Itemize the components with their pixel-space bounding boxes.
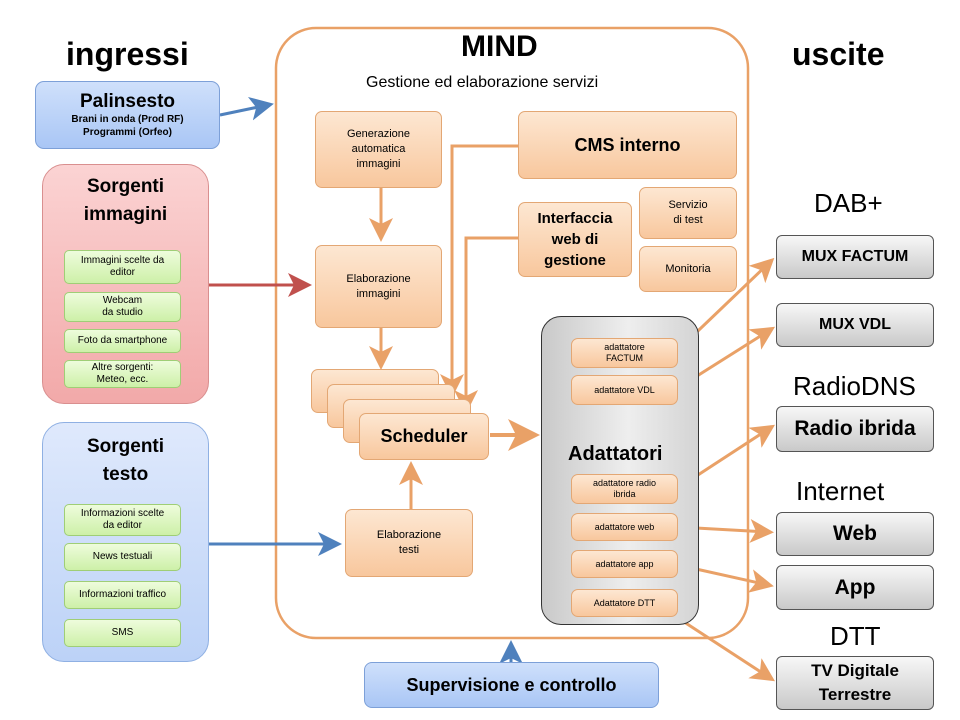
elab-images-line: Elaborazione xyxy=(346,272,411,285)
image-source-item: Altre sorgenti: Meteo, ecc. xyxy=(64,360,181,388)
palinsesto-box: Palinsesto Brani in onda (Prod RF) Progr… xyxy=(35,81,220,149)
output-tv: TV Digitale Terrestre xyxy=(776,656,934,710)
elab-images-line: immagini xyxy=(356,287,401,300)
output-web: Web xyxy=(776,512,934,556)
output-label: App xyxy=(834,575,876,599)
image-source-item-line: da studio xyxy=(102,307,143,318)
test-service-box: Servizio di test xyxy=(639,187,737,239)
image-source-item: Webcam da studio xyxy=(64,292,181,322)
group-internet: Internet xyxy=(796,476,885,506)
adapter-label: adattatore radio xyxy=(592,478,657,488)
gen-images-line: immagini xyxy=(356,158,401,170)
outputs-heading: uscite xyxy=(792,36,885,72)
scheduler-box: Scheduler xyxy=(359,413,489,460)
text-sources-title-2: testo xyxy=(102,464,149,485)
elab-text-box: Elaborazione testi xyxy=(345,509,473,577)
output-label: MUX FACTUM xyxy=(801,248,909,265)
adapter-label: adattatore web xyxy=(594,521,655,532)
output-label: Web xyxy=(833,522,877,545)
adapter-label: ibrida xyxy=(613,489,636,499)
web-iface-line: Interfaccia xyxy=(537,210,613,227)
mind-container xyxy=(274,26,750,640)
cms-label: CMS interno xyxy=(574,134,681,155)
image-source-item-line: Meteo, ecc. xyxy=(96,374,149,385)
arrow-iface-to-sched xyxy=(454,236,518,414)
adapter-vdl: adattatore VDL xyxy=(571,375,678,405)
text-source-item-line: News testuali xyxy=(92,551,153,562)
monitoring-box: Monitoria xyxy=(639,246,737,292)
text-source-item: SMS xyxy=(64,619,181,647)
output-app: App xyxy=(776,565,934,610)
scheduler-label: Scheduler xyxy=(380,426,468,446)
adapter-label: adattatore xyxy=(604,342,645,352)
image-source-item-line: Webcam xyxy=(102,295,143,306)
text-source-item-line: Informazioni scelte xyxy=(80,508,165,519)
text-source-item: News testuali xyxy=(64,543,181,571)
adapter-app: adattatore app xyxy=(571,550,678,578)
text-source-item: Informazioni traffico xyxy=(64,581,181,609)
text-source-item-line: Informazioni traffico xyxy=(78,589,167,600)
group-dab: DAB+ xyxy=(814,188,883,218)
image-source-item-line: editor xyxy=(109,267,135,278)
elab-images-box: Elaborazione immagini xyxy=(315,245,442,328)
supervision-box: Supervisione e controllo xyxy=(364,662,659,708)
output-label: MUX VDL xyxy=(819,316,891,333)
image-source-item-line: Foto da smartphone xyxy=(77,335,168,346)
adapter-label: adattatore VDL xyxy=(594,384,655,395)
mind-subtitle: Gestione ed elaborazione servizi xyxy=(366,74,599,91)
image-source-item: Foto da smartphone xyxy=(64,329,181,353)
mind-title: MIND xyxy=(461,30,538,63)
inputs-heading: ingressi xyxy=(66,36,189,72)
output-mux-factum: MUX FACTUM xyxy=(776,235,934,279)
text-source-item: Informazioni scelte da editor xyxy=(64,504,181,536)
supervision-label: Supervisione e controllo xyxy=(406,674,617,695)
adapter-dtt: Adattatore DTT xyxy=(571,589,678,617)
web-iface-box: Interfaccia web di gestione xyxy=(518,202,632,277)
group-radiodns: RadioDNS xyxy=(793,371,916,401)
image-sources-title-1: Sorgenti xyxy=(86,176,165,197)
arrow-palinsesto xyxy=(219,96,274,121)
output-label: Terrestre xyxy=(818,685,892,704)
output-label: Radio ibrida xyxy=(794,417,916,440)
palinsesto-line2: Programmi (Orfeo) xyxy=(83,127,172,138)
adapter-label: FACTUM xyxy=(606,353,643,363)
elab-text-line: Elaborazione xyxy=(376,529,442,541)
web-iface-line: web di xyxy=(551,231,599,248)
test-service-line: Servizio xyxy=(668,199,708,211)
text-source-item-line: da editor xyxy=(103,520,142,531)
group-dtt: DTT xyxy=(830,621,881,651)
palinsesto-title: Palinsesto xyxy=(79,91,176,112)
output-label: TV Digitale xyxy=(811,661,899,680)
adapters-title: Adattatori xyxy=(568,443,663,465)
text-sources-title-1: Sorgenti xyxy=(86,436,165,457)
image-source-item-line: Immagini scelte da xyxy=(80,255,165,266)
web-iface-line: gestione xyxy=(544,252,606,269)
gen-images-line: Generazione xyxy=(347,128,410,140)
image-source-item: Immagini scelte da editor xyxy=(64,250,181,284)
adapter-label: Adattatore DTT xyxy=(593,597,656,608)
output-mux-vdl: MUX VDL xyxy=(776,303,934,347)
output-radio-ibrida: Radio ibrida xyxy=(776,406,934,452)
adapter-label: adattatore app xyxy=(595,558,654,569)
text-source-item-line: SMS xyxy=(111,627,134,638)
test-service-line: di test xyxy=(673,214,703,226)
cms-box: CMS interno xyxy=(518,111,737,179)
gen-images-box: Generazione automatica immagini xyxy=(315,111,442,188)
adapter-radio: adattatore radio ibrida xyxy=(571,474,678,504)
adapter-factum: adattatore FACTUM xyxy=(571,338,678,368)
arrow-cms-to-sched xyxy=(440,144,518,398)
image-source-item-line: Altre sorgenti: xyxy=(91,362,154,373)
image-sources-title-2: immagini xyxy=(83,204,168,225)
gen-images-line: automatica xyxy=(351,143,406,155)
monitoring-label: Monitoria xyxy=(665,262,711,275)
adapter-web: adattatore web xyxy=(571,513,678,541)
elab-text-line: testi xyxy=(398,544,420,556)
palinsesto-line1: Brani in onda (Prod RF) xyxy=(71,114,184,125)
arrow-dtt xyxy=(677,616,776,682)
